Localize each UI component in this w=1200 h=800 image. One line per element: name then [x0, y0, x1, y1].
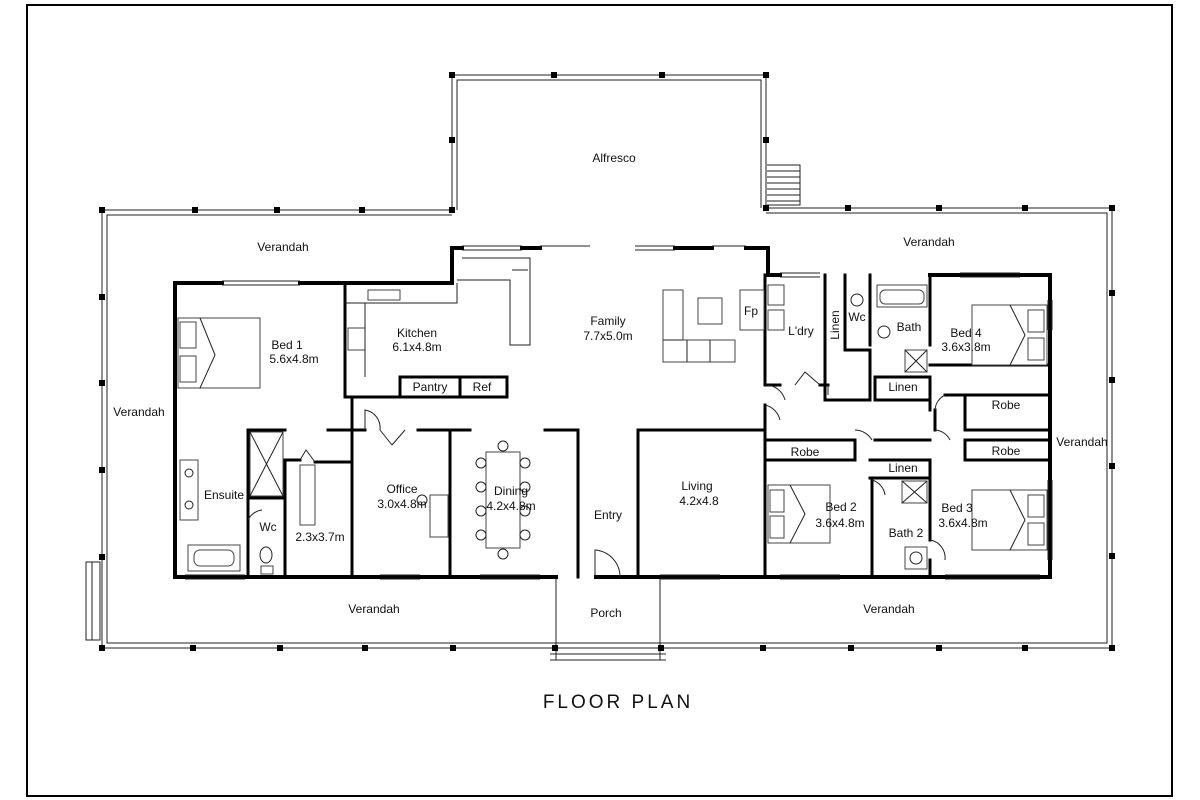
label-bath: Bath: [897, 320, 922, 334]
page-frame: [26, 4, 1173, 797]
label-bed2-size: 3.6x4.8m: [815, 516, 864, 530]
label-bed1-size: 5.6x4.8m: [269, 352, 318, 366]
label-office-size: 3.0x4.8m: [377, 497, 426, 511]
label-wc-ensuite: Wc: [259, 520, 276, 534]
label-wc-top: Wc: [848, 310, 865, 324]
label-verandah-e: Verandah: [1056, 435, 1107, 449]
door-swings: [247, 371, 951, 578]
label-robe-3: Robe: [992, 444, 1021, 458]
exterior-walls: [173, 246, 1052, 579]
label-kitchen-size: 6.1x4.8m: [392, 340, 441, 354]
label-office-name: Office: [386, 482, 417, 496]
label-verandah-w: Verandah: [113, 405, 164, 419]
label-ensuite: Ensuite: [204, 488, 244, 502]
label-family-name: Family: [590, 314, 625, 328]
label-bed4-name: Bed 4: [950, 326, 982, 340]
label-alfresco: Alfresco: [592, 151, 636, 165]
label-entry: Entry: [594, 508, 622, 522]
plan-title: FLOOR PLAN: [543, 692, 693, 713]
label-living-name: Living: [681, 479, 712, 493]
fixtures: [177, 257, 1048, 575]
label-verandah-se: Verandah: [863, 602, 914, 616]
label-linen-1: Linen: [888, 380, 917, 394]
label-robe-2: Robe: [791, 445, 820, 459]
verandah-posts: [99, 72, 1115, 651]
label-verandah-ne: Verandah: [903, 235, 954, 249]
label-laundry: L'dry: [788, 324, 814, 338]
label-fp: Fp: [744, 304, 758, 318]
label-verandah-nw: Verandah: [257, 240, 308, 254]
label-dining-name: Dining: [494, 484, 528, 498]
label-pantry: Pantry: [413, 380, 448, 394]
label-family-size: 7.7x5.0m: [583, 329, 632, 343]
label-ref: Ref: [473, 380, 492, 394]
label-bed1-name: Bed 1: [271, 338, 303, 352]
label-bed3-name: Bed 3: [941, 501, 973, 515]
label-dining-size: 4.2x4.8m: [486, 499, 535, 513]
label-linen-2: Linen: [888, 461, 917, 475]
label-bed3-size: 3.6x4.8m: [938, 516, 987, 530]
interior-walls: [246, 273, 1052, 579]
label-linen-vertical: Linen: [828, 310, 842, 339]
label-robe-1: Robe: [992, 398, 1021, 412]
room-labels: Alfresco Verandah Verandah Verandah Vera…: [113, 151, 1107, 620]
label-bed2-name: Bed 2: [825, 500, 857, 514]
label-wir-size: 2.3x3.7m: [295, 530, 344, 544]
label-living-size: 4.2x4.8: [679, 494, 719, 508]
label-bed4-size: 3.6x3.8m: [941, 340, 990, 354]
label-verandah-sw: Verandah: [348, 602, 399, 616]
label-bath2: Bath 2: [889, 526, 924, 540]
label-kitchen-name: Kitchen: [397, 326, 437, 340]
label-porch: Porch: [590, 606, 621, 620]
window-glazing: [185, 245, 1053, 580]
